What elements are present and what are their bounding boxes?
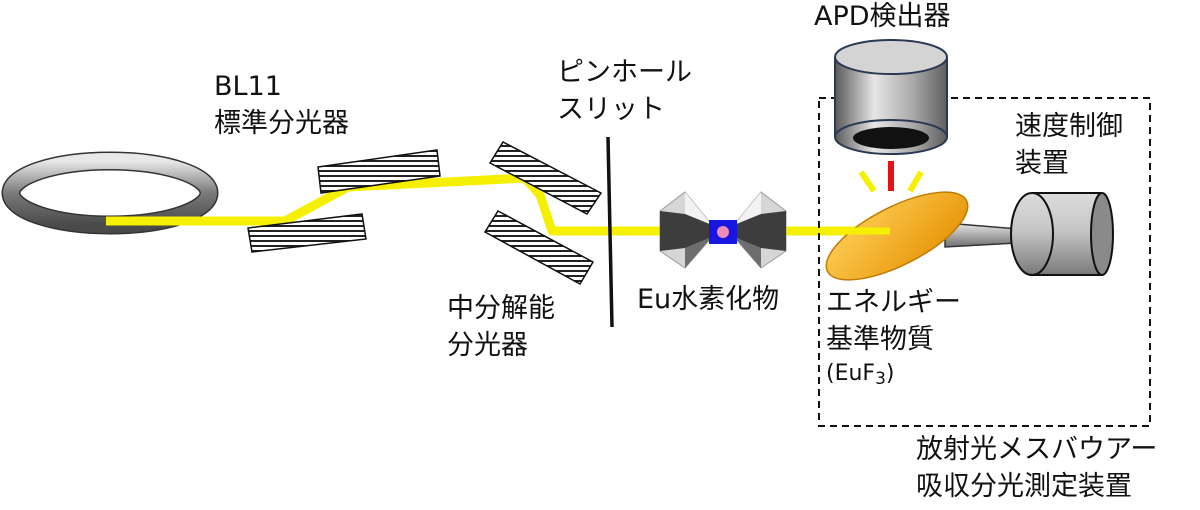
sample-dot: [717, 226, 729, 238]
measurement-system-label-line2: 吸収分光測定装置: [916, 471, 1132, 502]
velocity-transducer: [944, 192, 1114, 276]
pinhole-slit-label-line1: ピンホール: [557, 57, 692, 88]
medium-monochromator-label-line2: 分光器: [447, 330, 528, 361]
emission-ray-right: [907, 170, 924, 193]
standard-monochromator: [247, 149, 441, 253]
measurement-system-frame: [818, 97, 1151, 427]
apd-detector-label-text: APD検出器: [814, 1, 951, 32]
sample-label: Eu水素化物: [637, 281, 779, 318]
pinhole-slit-label: ピンホール スリット: [557, 54, 692, 128]
bl11-label-line2: 標準分光器: [214, 108, 349, 139]
emission-ray-left: [858, 170, 877, 193]
apd-detector-label: APD検出器: [814, 0, 951, 35]
energy-reference-label: エネルギー 基準物質 (EuF3): [826, 284, 961, 390]
formula-subscript: 3: [875, 369, 886, 389]
diamond-anvil-cell: [659, 191, 787, 269]
energy-reference-formula: (EuF3): [826, 358, 961, 390]
velocity-control-label-line2: 装置: [1015, 148, 1069, 179]
sample-label-text: Eu水素化物: [637, 284, 780, 315]
apd-detector: [834, 39, 948, 155]
formula-prefix: (EuF: [826, 361, 876, 386]
storage-ring: [1, 151, 219, 235]
bl11-label: BL11 標準分光器: [214, 68, 349, 142]
velocity-control-label: 速度制御 装置: [1015, 108, 1123, 182]
formula-suffix: ): [885, 361, 895, 386]
medium-resolution-monochromator: [483, 141, 603, 286]
pinhole-slit: [606, 136, 614, 328]
measurement-system-label: 放射光メスバウアー 吸収分光測定装置: [916, 431, 1157, 505]
energy-reference-label-line1: エネルギー: [826, 287, 961, 318]
bl11-label-line1: BL11: [214, 71, 282, 102]
medium-monochromator-label-line1: 中分解能: [447, 293, 555, 324]
measurement-system-label-line1: 放射光メスバウアー: [916, 434, 1158, 465]
reference-foil: [825, 191, 969, 281]
detector-signal-mark: [888, 161, 894, 191]
pinhole-slit-label-line2: スリット: [557, 94, 665, 125]
medium-monochromator-label: 中分解能 分光器: [447, 290, 555, 364]
velocity-control-label-line1: 速度制御: [1015, 111, 1123, 142]
energy-reference-label-line2: 基準物質: [826, 324, 934, 355]
